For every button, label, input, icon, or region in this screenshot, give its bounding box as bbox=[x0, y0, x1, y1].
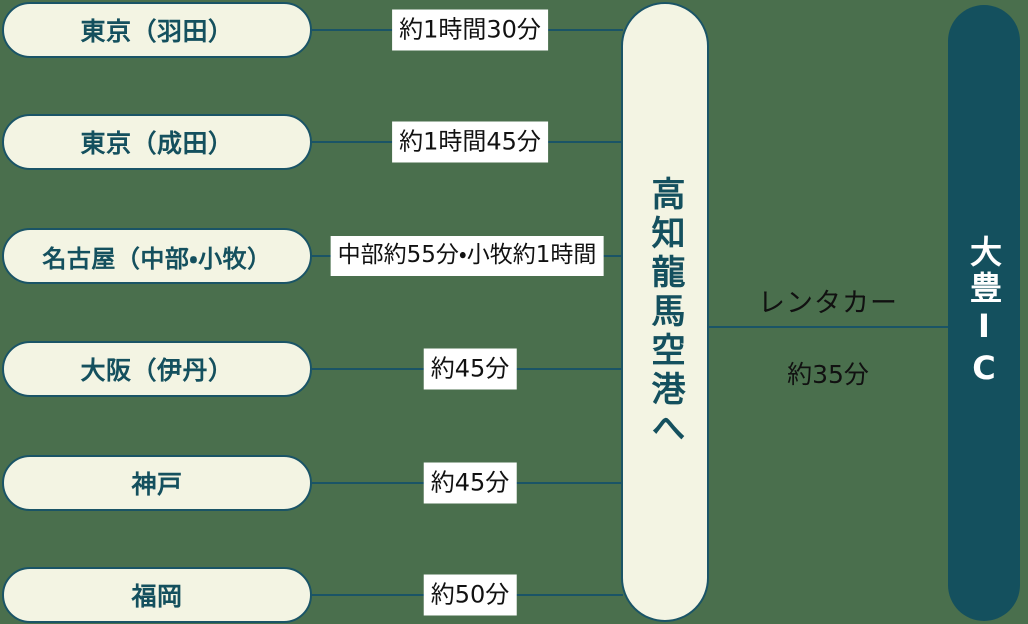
origin-pill-itami[interactable]: 大阪（伊丹） bbox=[2, 341, 312, 397]
origin-pill-narita[interactable]: 東京（成田） bbox=[2, 114, 312, 170]
origin-pill-kobe[interactable]: 神戸 bbox=[2, 455, 312, 511]
destination-pill-otoyo-ic[interactable]: 大豊IC bbox=[948, 5, 1020, 621]
duration-label-kobe: 約45分 bbox=[423, 462, 517, 504]
origin-label: 大阪（伊丹） bbox=[80, 356, 234, 385]
transfer-mode-label: レンタカー bbox=[758, 288, 898, 319]
duration-label-fukuoka: 約50分 bbox=[423, 574, 517, 616]
duration-label-narita: 約1時間45分 bbox=[392, 121, 548, 163]
origin-label: 東京（羽田） bbox=[80, 17, 234, 46]
hub-airport-pill[interactable]: 高知龍馬空港へ bbox=[621, 2, 709, 622]
duration-label-nagoya: 中部約55分・小牧約1時間 bbox=[330, 236, 604, 276]
origin-pill-nagoya[interactable]: 名古屋（中部・小牧） bbox=[2, 228, 312, 284]
origin-label: 東京（成田） bbox=[80, 129, 234, 158]
hub-airport-label: 高知龍馬空港へ bbox=[645, 175, 685, 449]
destination-label: 大豊IC bbox=[965, 235, 1003, 391]
origin-label: 福岡 bbox=[131, 582, 183, 611]
origin-pill-fukuoka[interactable]: 福岡 bbox=[2, 567, 312, 623]
duration-label-haneda: 約1時間30分 bbox=[392, 9, 548, 51]
origin-label: 神戸 bbox=[131, 470, 183, 499]
transfer-duration-label: 約35分 bbox=[787, 360, 869, 389]
duration-label-itami: 約45分 bbox=[423, 348, 517, 390]
origin-pill-haneda[interactable]: 東京（羽田） bbox=[2, 2, 312, 58]
connector-line-rentacar bbox=[707, 326, 950, 328]
origin-label: 名古屋（中部・小牧） bbox=[42, 244, 272, 273]
